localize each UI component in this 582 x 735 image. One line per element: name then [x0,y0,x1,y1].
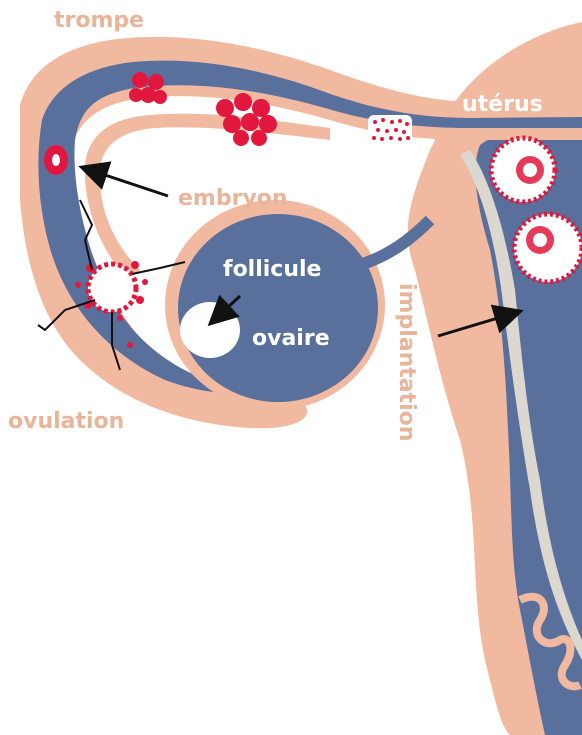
blastocyst-1 [491,138,555,202]
label-ovulation: ovulation [8,409,124,434]
label-trompe: trompe [54,8,144,33]
label-embryon: embryon [178,186,288,211]
label-follicule: follicule [223,257,321,282]
label-uterus: utérus [462,92,543,117]
morula-dotted [368,115,412,145]
follicle [180,302,240,358]
zygote [44,145,68,175]
label-implantation: implantation [394,283,419,441]
blastocyst-2 [514,214,582,282]
ovulated-oocyte [88,264,136,312]
label-ovaire: ovaire [252,326,330,351]
